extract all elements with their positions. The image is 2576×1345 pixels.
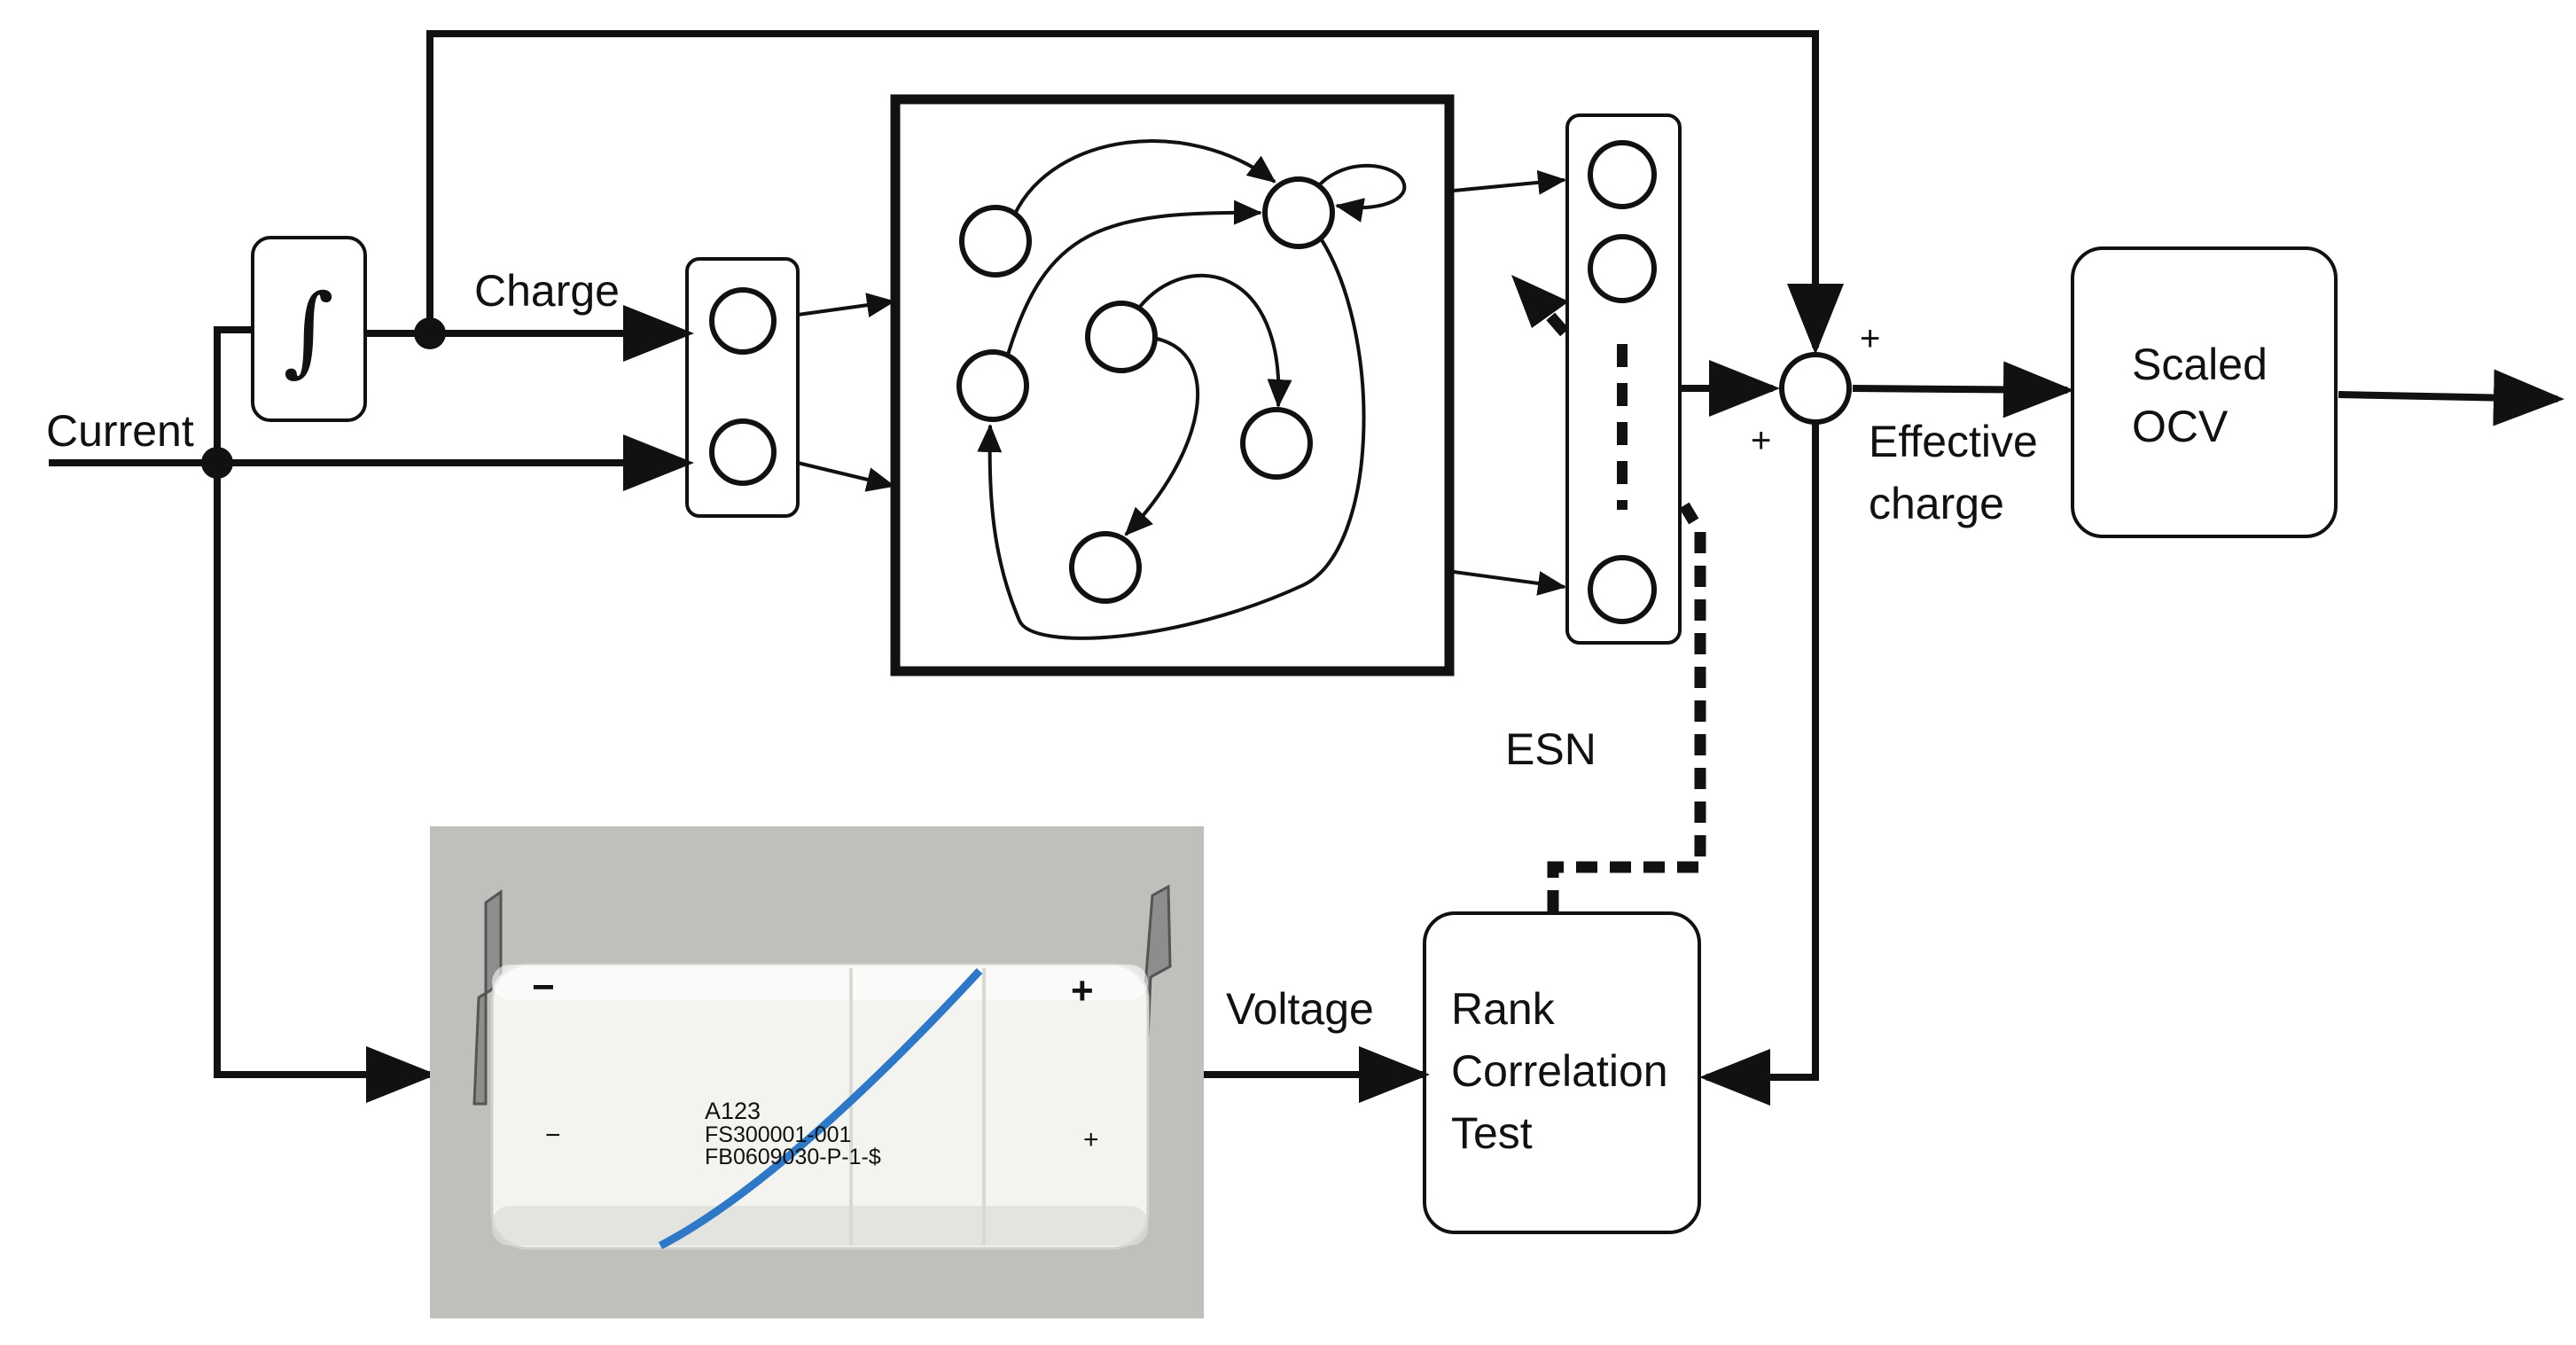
output-neuron-1 <box>1588 140 1657 209</box>
battery-print-line2: FS300001-001 <box>705 1122 851 1147</box>
reservoir-node-c <box>1085 301 1158 373</box>
battery-pos-side-mark: + <box>1083 1125 1099 1154</box>
current-junction-dot <box>201 447 233 479</box>
current-label: Current <box>46 406 194 456</box>
rank-correlation-test-block: Rank Correlation Test <box>1423 911 1701 1234</box>
edge-b-d <box>977 237 1366 640</box>
edge-a-b <box>1013 139 1276 215</box>
current-to-battery-wire <box>214 463 437 1103</box>
input-to-reservoir-arrow-2 <box>797 461 895 492</box>
esn-label: ESN <box>1505 724 1596 774</box>
reservoir-node-d <box>956 349 1029 422</box>
battery-pos-end-mark: + <box>1071 969 1094 1013</box>
training-feedback-path <box>1511 275 1706 911</box>
battery-print-line3: FB0609030-P-1-$ <box>705 1145 881 1169</box>
input-neuron-2 <box>709 418 777 486</box>
ocv-output-wire <box>2338 369 2564 426</box>
summing-junction: + + <box>1751 319 1880 460</box>
charge-feedforward-wire <box>426 30 1844 355</box>
effective-charge-label-line2: charge <box>1869 479 2004 528</box>
voltage-label: Voltage <box>1226 984 1374 1034</box>
reservoir-to-output-arrow-1 <box>1453 169 1566 195</box>
summing-junction-icon <box>1779 352 1852 425</box>
charge-label: Charge <box>474 266 620 316</box>
output-neuron-n <box>1588 555 1657 624</box>
rank-label-line2: Correlation <box>1451 1046 1668 1096</box>
scaled-ocv-block: Scaled OCV <box>2071 246 2338 538</box>
edge-b-self <box>1316 163 1407 223</box>
input-to-reservoir-arrow-1 <box>797 293 895 317</box>
input-neuron-1 <box>709 287 777 355</box>
effective-charge-wire <box>1852 361 2074 418</box>
ocv-label-line2: OCV <box>2132 402 2229 451</box>
charge-junction-dot <box>414 317 446 349</box>
edge-c-f <box>1124 337 1199 536</box>
effective-charge-label-line1: Effective <box>1869 417 2038 466</box>
rank-label-line1: Rank <box>1451 984 1556 1034</box>
ocv-label-line1: Scaled <box>2132 340 2268 389</box>
edge-c-e <box>1137 273 1292 408</box>
edge-d-b <box>1006 199 1262 356</box>
integrator-block: ∫ <box>251 236 367 422</box>
plus-sign-top: + <box>1860 319 1880 358</box>
input-layer <box>685 257 800 518</box>
current-to-integrator-wire <box>214 326 253 463</box>
plus-sign-bottom: + <box>1751 421 1771 460</box>
signal-wires <box>49 30 2564 1106</box>
output-layer <box>1565 113 1682 645</box>
reservoir-node-f <box>1069 531 1142 604</box>
reservoir <box>890 94 1455 676</box>
reservoir-node-b <box>1262 176 1335 249</box>
battery-stripe <box>658 967 983 1249</box>
battery-photo: − + − + A123 FS300001-001 FB0609030-P-1-… <box>430 826 1204 1318</box>
sum-to-rank-test-wire <box>1699 420 1819 1106</box>
negative-tab <box>472 889 503 1106</box>
battery-neg-end-mark: − <box>532 966 555 1009</box>
rank-label-line3: Test <box>1451 1108 1533 1158</box>
reservoir-to-output-arrow-2 <box>1453 570 1566 596</box>
battery-print-line1: A123 <box>705 1098 761 1124</box>
output-neuron-2 <box>1588 234 1657 303</box>
reservoir-node-a <box>959 205 1032 278</box>
reservoir-node-e <box>1240 407 1313 480</box>
integral-icon: ∫ <box>283 273 333 387</box>
feedback-arrowhead <box>1511 275 1569 328</box>
battery-neg-side-mark: − <box>545 1121 561 1150</box>
